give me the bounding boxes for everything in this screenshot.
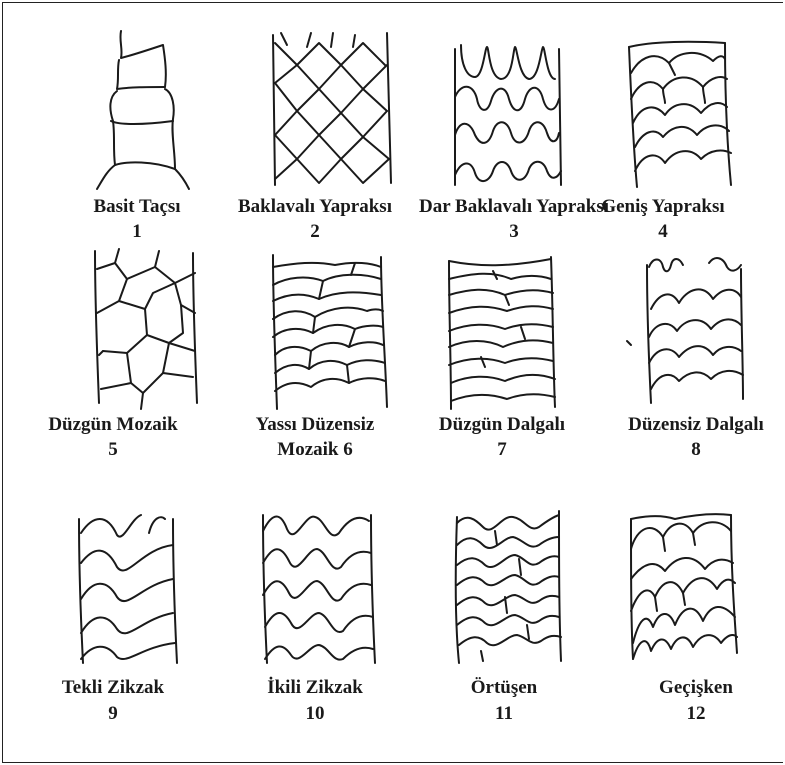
pattern-drawing-11 bbox=[409, 493, 619, 663]
pattern-cell-7: Düzgün Dalgalı 7 bbox=[409, 243, 619, 503]
pattern-name-4: Geniş Yapraksı bbox=[563, 196, 763, 218]
pattern-number-1: 1 bbox=[47, 221, 227, 243]
pattern-name-6: Yassı Düzensiz bbox=[215, 414, 415, 436]
pattern-number-7: 7 bbox=[397, 439, 607, 461]
pattern-cell-9: Tekli Zikzak 9 bbox=[23, 493, 203, 763]
pattern-number-5: 5 bbox=[23, 439, 203, 461]
pattern-number-9: 9 bbox=[23, 703, 203, 725]
pattern-number-8: 8 bbox=[601, 439, 785, 461]
pattern-cell-12: Geçişken 12 bbox=[613, 493, 784, 763]
pattern-cell-1: Basit Taçsı 1 bbox=[23, 3, 203, 253]
pattern-number-11: 11 bbox=[399, 703, 609, 725]
pattern-cell-11: Örtüşen 11 bbox=[409, 493, 619, 763]
pattern-drawing-3 bbox=[409, 3, 619, 193]
pattern-drawing-10 bbox=[215, 493, 415, 663]
pattern-cell-6: Yassı Düzensiz Mozaik 6 bbox=[215, 243, 415, 503]
pattern-name-9: Tekli Zikzak bbox=[23, 677, 203, 699]
pattern-name-8: Düzensiz Dalgalı bbox=[601, 414, 785, 436]
pattern-drawing-1 bbox=[23, 3, 203, 193]
pattern-number-2: 2 bbox=[215, 221, 415, 243]
pattern-cell-8: Düzensiz Dalgalı 8 bbox=[613, 243, 784, 503]
pattern-drawing-12 bbox=[613, 493, 784, 663]
pattern-name-5: Düzgün Mozaik bbox=[23, 414, 203, 436]
pattern-number-12: 12 bbox=[601, 703, 785, 725]
pattern-drawing-4 bbox=[613, 3, 784, 193]
pattern-drawing-8 bbox=[613, 243, 784, 413]
pattern-name-10: İkili Zikzak bbox=[215, 677, 415, 699]
pattern-drawing-6 bbox=[215, 243, 415, 413]
pattern-cell-4: Geniş Yapraksı 4 bbox=[613, 3, 784, 253]
pattern-drawing-5 bbox=[23, 243, 203, 413]
pattern-number-10: 10 bbox=[215, 703, 415, 725]
pattern-drawing-2 bbox=[215, 3, 415, 193]
pattern-number-4: 4 bbox=[563, 221, 763, 243]
pattern-cell-2: Baklavalı Yapraksı 2 bbox=[215, 3, 415, 253]
pattern-name-1: Basit Taçsı bbox=[47, 196, 227, 218]
pattern-name-2: Baklavalı Yapraksı bbox=[215, 196, 415, 218]
pattern-drawing-9 bbox=[23, 493, 203, 663]
pattern-drawing-7 bbox=[409, 243, 619, 413]
pattern-name-11: Örtüşen bbox=[399, 677, 609, 699]
pattern-name-12: Geçişken bbox=[601, 677, 785, 699]
pattern-name-7: Düzgün Dalgalı bbox=[397, 414, 607, 436]
pattern-number-6: Mozaik 6 bbox=[215, 439, 415, 461]
pattern-cell-10: İkili Zikzak 10 bbox=[215, 493, 415, 763]
pattern-cell-5: Düzgün Mozaik 5 bbox=[23, 243, 203, 503]
